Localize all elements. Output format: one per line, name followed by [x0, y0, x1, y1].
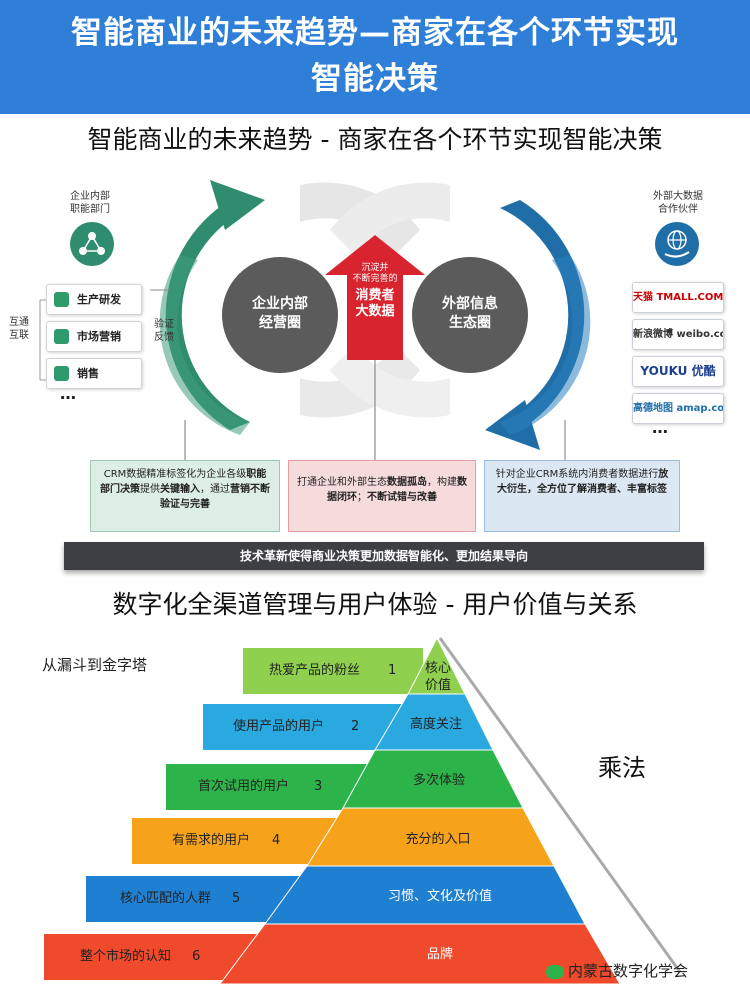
section2-title: 数字化全渠道管理与用户体验 - 用户价值与关系	[112, 590, 638, 619]
section1-title: 智能商业的未来趋势 - 商家在各个环节实现智能决策	[87, 125, 663, 154]
person-icon	[54, 366, 69, 381]
box-right: 针对企业CRM系统内消费者数据进行放大衍生，全方位了解消费者、丰富标签	[484, 460, 680, 532]
lightbulb-icon	[54, 292, 69, 307]
right-caption: 外部大数据 合作伙伴	[653, 191, 703, 215]
box-middle: 打通企业和外部生态数据孤岛，构建数据闭环；不断试错与改善	[288, 460, 476, 532]
partner-tmall: 天猫 TMALL.COM	[632, 282, 724, 313]
bottom-bar: 技术革新使得商业决策更加数据智能化、更加结果导向	[64, 542, 704, 570]
left-ellipsis: …	[60, 384, 76, 403]
org-network-icon	[70, 222, 114, 266]
tier-label-3: 多次体验	[412, 773, 465, 788]
partner-weibo: 新浪微博 weibo.com	[632, 319, 724, 350]
box-left: CRM数据精准标签化为企业各级职能部门决策提供关键输入，通过营销不断验证与完善	[90, 460, 280, 532]
tier-label-4: 充分的入口	[405, 832, 471, 847]
left-item-sales: 销售	[46, 358, 142, 389]
watermark: 内蒙古数字化学会	[546, 960, 746, 984]
tier-label-6: 品牌	[426, 947, 453, 962]
left-circle-label: 企业内部 经营圈	[252, 296, 308, 331]
center-red-arrow	[325, 235, 425, 360]
right-ellipsis: …	[652, 418, 668, 437]
banner-title-line1: 智能商业的未来趋势—商家在各个环节实现	[71, 15, 679, 51]
blue-arc-shade	[500, 255, 591, 435]
banner-title-line2: 智能决策	[311, 61, 439, 97]
partner-amap: 高德地图 amap.com	[632, 393, 724, 424]
left-caption: 企业内部 职能部门	[70, 191, 110, 215]
globe-hand-icon	[655, 222, 699, 266]
partner-youku: YOUKU 优酷	[632, 356, 724, 387]
chart-icon	[54, 329, 69, 344]
smart-decision-diagram	[39, 180, 591, 460]
left-item-rnd: 生产研发	[46, 284, 142, 315]
center-main-label: 消费者 大数据	[355, 288, 395, 319]
ring-segment-bottom-right	[330, 345, 450, 418]
ring-segment-top-right	[330, 182, 450, 255]
wechat-icon	[546, 964, 564, 979]
tier-label-5: 习惯、文化及价值	[387, 889, 492, 904]
header-banner: 智能商业的未来趋势—商家在各个环节实现 智能决策	[0, 0, 750, 114]
left-circle-shape	[222, 257, 338, 373]
funnel-subtitle: 从漏斗到金字塔	[42, 656, 148, 674]
green-arc-shade	[159, 255, 250, 435]
step-bar-1: 热爱产品的粉丝 1	[243, 648, 423, 694]
pyramid-shadow-edge	[438, 637, 682, 973]
verify-feedback-label: 验证 反馈	[154, 319, 174, 343]
center-top-label: 沉淀并 不断完善的	[352, 263, 398, 284]
multiply-label: 乘法	[598, 754, 646, 782]
right-circle-label: 外部信息 生态圈	[442, 296, 498, 331]
interconnect-label: 互通 互联	[9, 317, 29, 341]
tier-label-1: 核心 价值	[424, 661, 451, 693]
tier-label-2: 高度关注	[409, 717, 462, 732]
right-circle-shape	[412, 257, 528, 373]
pyramid-tier-6	[219, 923, 621, 985]
left-item-marketing: 市场营销	[46, 321, 142, 352]
green-arc-head	[210, 180, 265, 230]
